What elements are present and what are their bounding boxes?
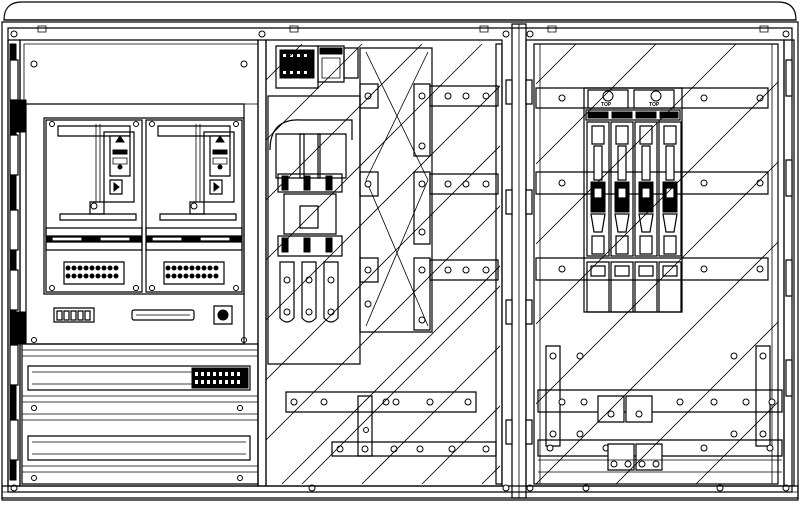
main-switch-section [266,40,502,486]
energy-meter-1 [46,120,142,292]
fuse-carrier-1 [587,122,609,312]
protective-cover-hatching [266,44,502,484]
fuse-section: TOP TOP [506,40,794,486]
terminal-rails [22,344,258,484]
fuse-carrier-4 [659,122,681,312]
meter-accessories [54,306,232,324]
energy-meter-2 [146,120,242,292]
fuse-carrier-3 [635,122,657,312]
metering-panel [20,40,258,486]
left-hinge-strip [8,40,26,486]
fuse-label-top-1: TOP [601,102,612,108]
fuse-label-top-2: TOP [649,102,660,108]
fuse-cover-hatching [536,44,778,484]
enclosure-frame [2,2,798,500]
